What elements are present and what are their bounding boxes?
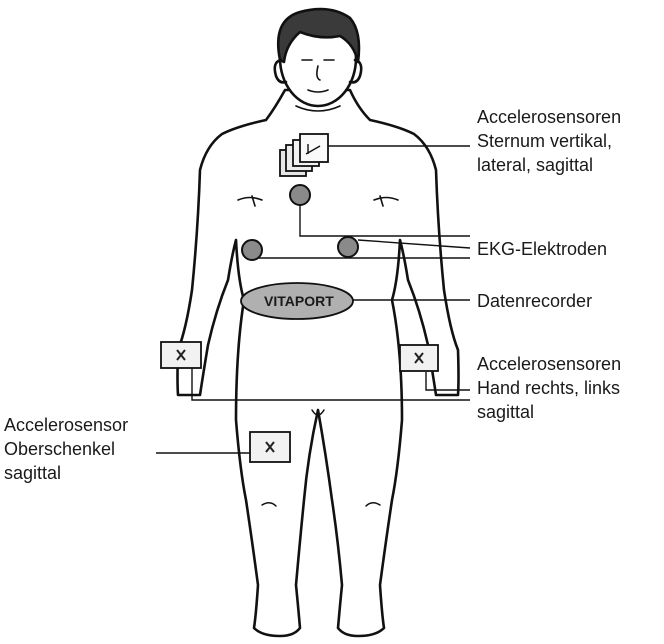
recorder-device-label: VITAPORT <box>264 289 334 313</box>
ekg-label: EKG-Elektroden <box>477 237 607 261</box>
thigh-label-line-3: sagittal <box>4 461 128 485</box>
thigh-label-line-2: Oberschenkel <box>4 437 128 461</box>
ekg-electrode-sternum <box>290 185 310 205</box>
ekg-electrode-right <box>338 237 358 257</box>
hand-label-line-2: Hand rechts, links <box>477 376 621 400</box>
thigh-label-line-1: Accelerosensor <box>4 413 128 437</box>
recorder-label: Datenrecorder <box>477 289 592 313</box>
thigh-sensor-label: Accelerosensor Oberschenkel sagittal <box>4 413 128 485</box>
sternum-label-line-2: Sternum vertikal, <box>477 129 621 153</box>
sternum-label-line-3: lateral, sagittal <box>477 153 621 177</box>
hand-label-line-3: sagittal <box>477 400 621 424</box>
sternum-sensor-label: Accelerosensoren Sternum vertikal, later… <box>477 105 621 177</box>
hand-sensor-label: Accelerosensoren Hand rechts, links sagi… <box>477 352 621 424</box>
hand-label-line-1: Accelerosensoren <box>477 352 621 376</box>
sternum-label-line-1: Accelerosensoren <box>477 105 621 129</box>
ekg-electrode-left <box>242 240 262 260</box>
